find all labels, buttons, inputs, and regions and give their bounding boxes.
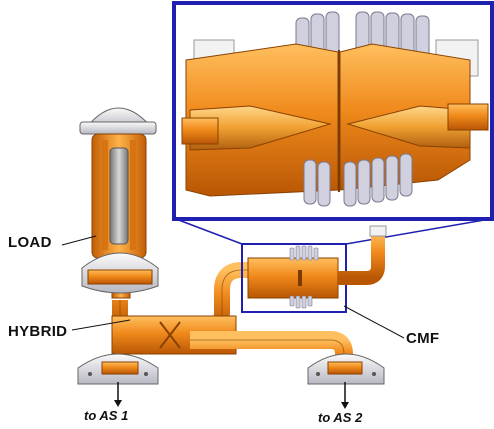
arrow-to-as2 [341, 382, 349, 409]
label-cmf: CMF [406, 330, 440, 347]
leader-cmf [343, 305, 405, 339]
leader-load [61, 235, 97, 246]
label-hybrid: HYBRID [8, 323, 68, 340]
zoom-inset [172, 1, 494, 221]
waveguide-network [77, 225, 387, 385]
leader-hybrid [71, 319, 131, 331]
arrow-to-as1 [114, 382, 122, 407]
label-to-as1: to AS 1 [84, 408, 129, 423]
label-to-as2: to AS 2 [318, 410, 363, 425]
bellows-bottom [303, 153, 413, 207]
label-load: LOAD [8, 234, 52, 251]
load-assembly [79, 107, 159, 299]
